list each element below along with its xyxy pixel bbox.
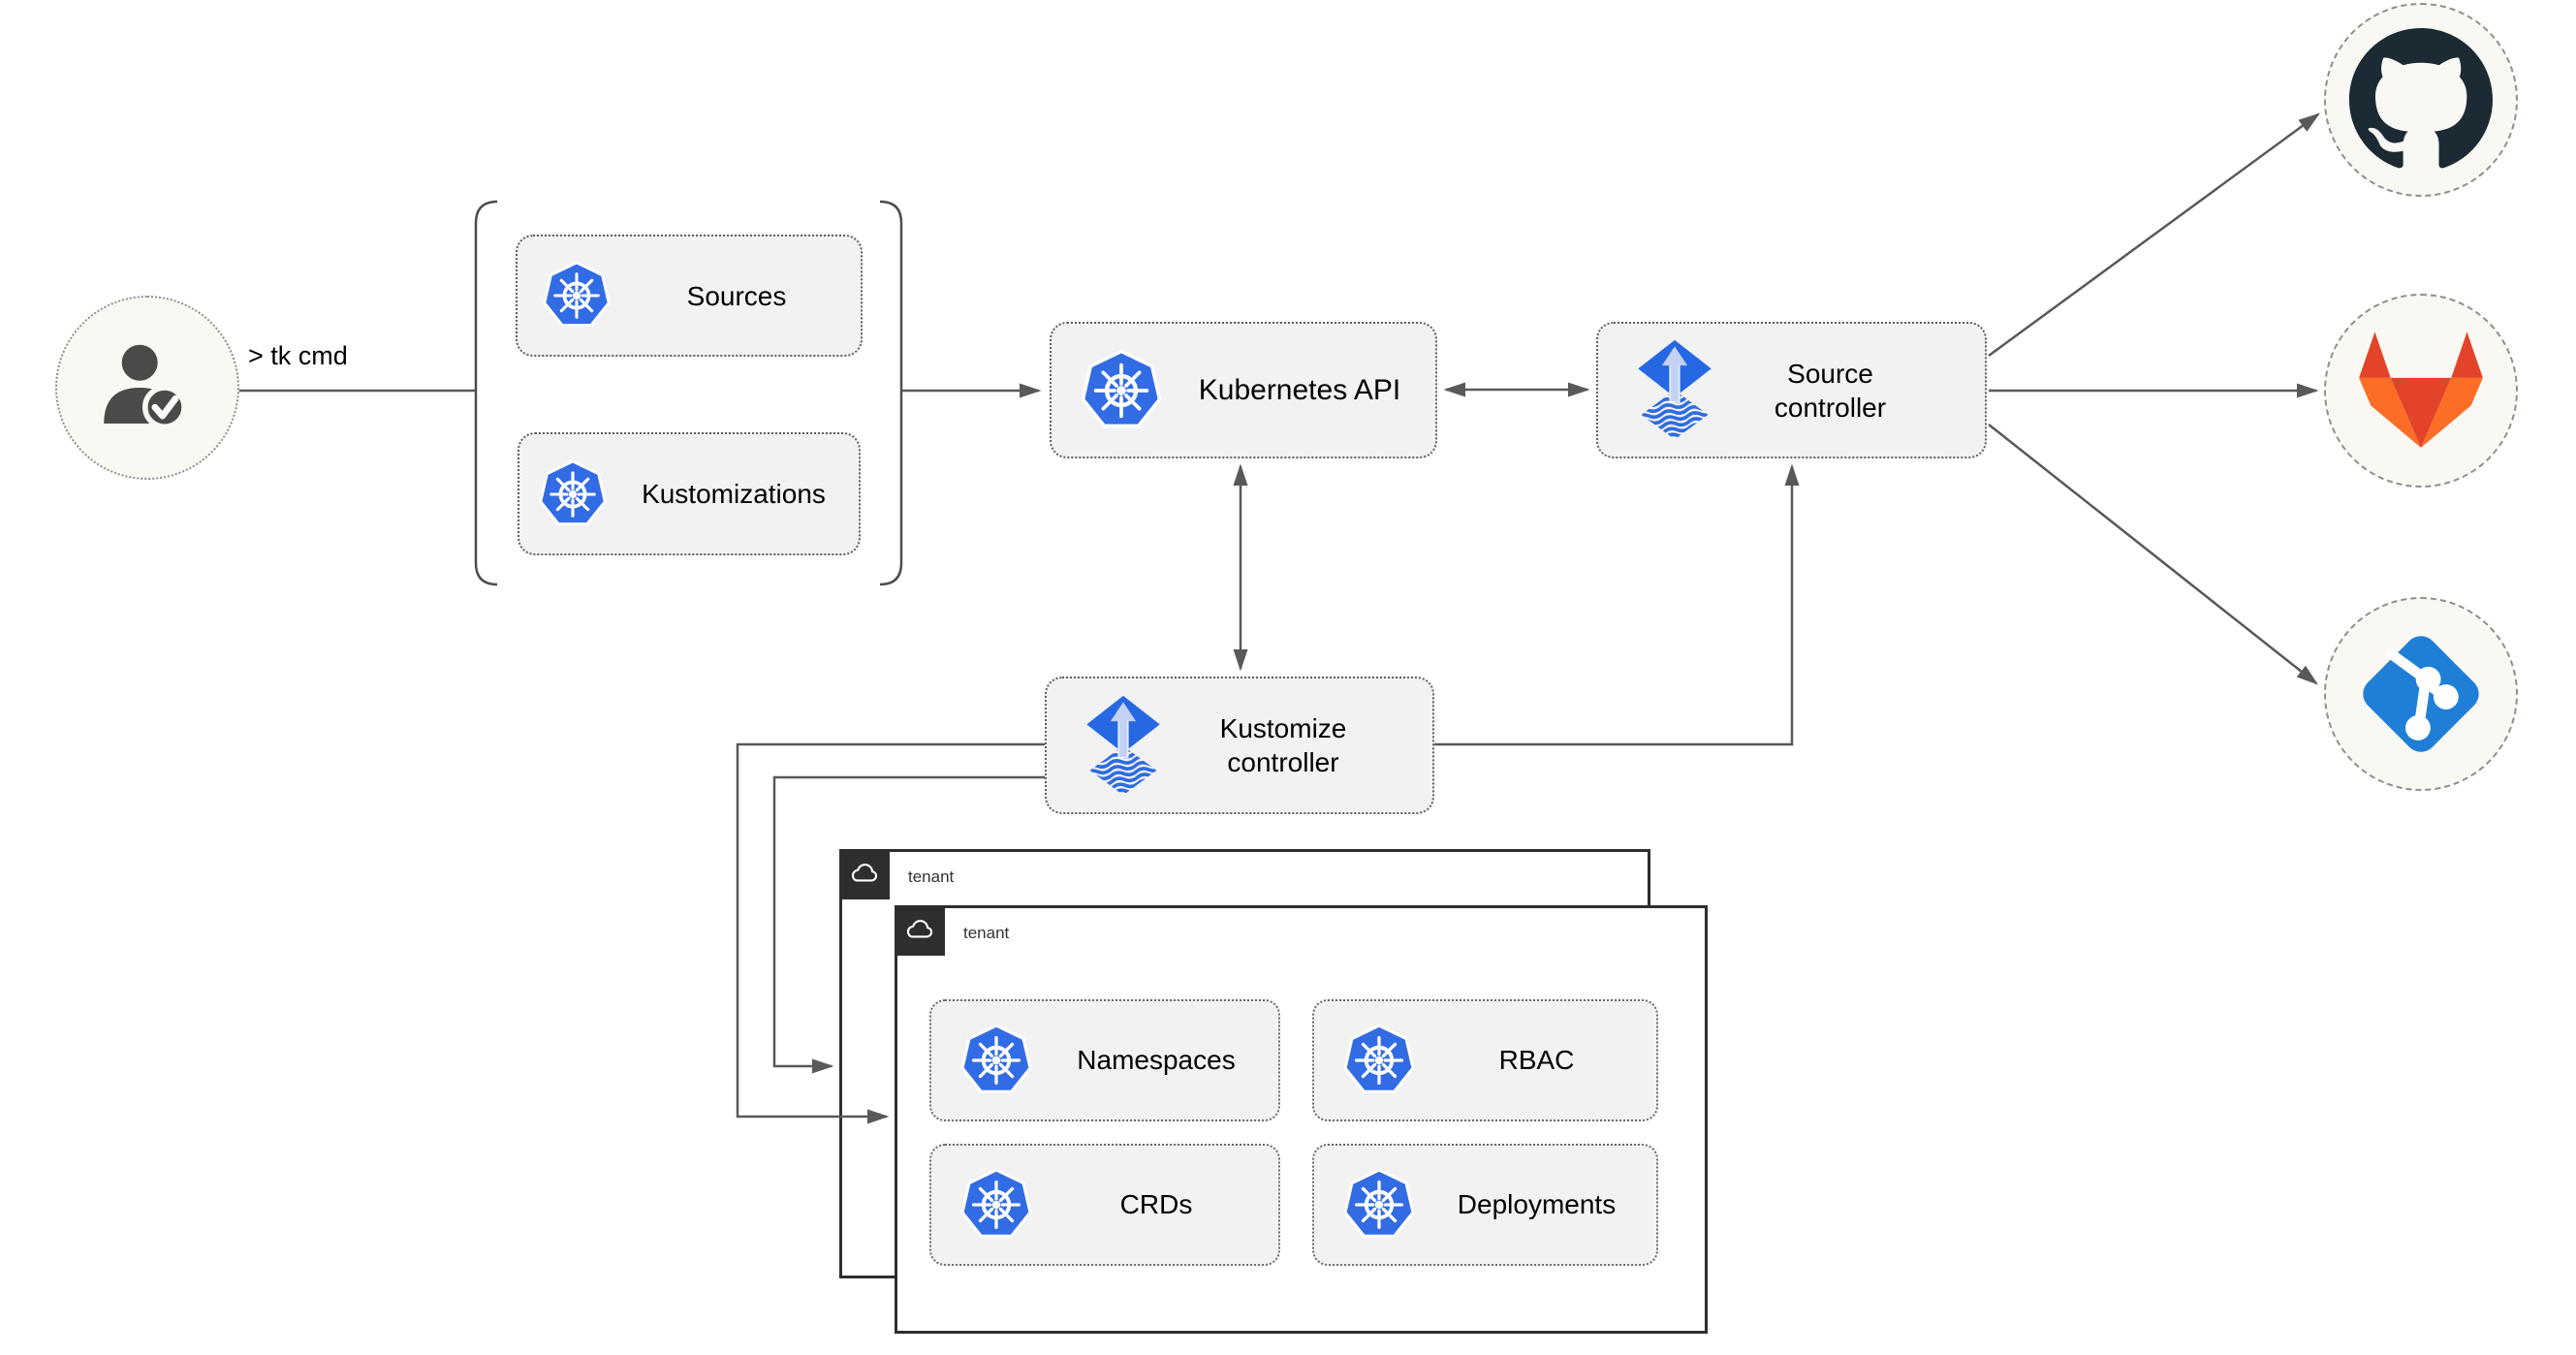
- git-icon: [2347, 620, 2495, 768]
- tenant-resource-label: CRDs: [1119, 1189, 1193, 1219]
- arrow-source-to-git: [1988, 424, 2318, 685]
- bracket-left: [474, 200, 498, 586]
- kustomize-controller-label: Kustomize controller: [1219, 713, 1347, 777]
- arrow-kustomize-to-front-tenant: [736, 742, 1045, 1124]
- tenant-resource-box-namespaces: Namespaces: [929, 999, 1280, 1121]
- flux-icon: [1084, 694, 1163, 798]
- tenant-resource-box-rbac: RBAC: [1312, 999, 1658, 1121]
- user-command-label: > tk cmd: [248, 341, 348, 370]
- arrow-source-to-github: [1988, 112, 2321, 358]
- tenant-label: tenant: [908, 867, 955, 886]
- flux-icon: [1635, 338, 1714, 442]
- kustomize-controller-box: Kustomize controller: [1045, 677, 1434, 814]
- tenant-box-front: tenant Namespaces RBAC CRDs Deployments: [895, 905, 1708, 1334]
- github-icon: [2349, 28, 2493, 172]
- user-actor: [55, 296, 239, 480]
- kubernetes-icon: [1079, 348, 1164, 433]
- source-controller-label: Source controller: [1774, 358, 1887, 423]
- kubernetes-icon: [537, 458, 609, 530]
- kustomizations-box: Kustomizations: [518, 432, 861, 555]
- tenant-resource-box-crds: CRDs: [929, 1144, 1280, 1266]
- person-check-icon: [93, 333, 202, 442]
- arrow-kustomize-to-source: [1434, 463, 1800, 746]
- kubernetes-icon: [541, 260, 613, 331]
- sources-label: Sources: [686, 280, 787, 311]
- tenant-header-square: [895, 905, 945, 956]
- tenant-resource-label: Namespaces: [1077, 1045, 1236, 1075]
- kubernetes-api-label: Kubernetes API: [1198, 373, 1401, 406]
- tenant-header-square: [839, 849, 890, 899]
- gitlab-provider: [2324, 294, 2518, 488]
- source-controller-box: Source controller: [1596, 322, 1987, 458]
- arrow-kustomize-to-back-tenant: [772, 775, 1045, 1074]
- tenant-resource-label: Deployments: [1457, 1189, 1617, 1219]
- tenant-resource-label: RBAC: [1498, 1045, 1575, 1075]
- tenant-label: tenant: [963, 924, 1010, 942]
- bracket-right: [879, 200, 903, 586]
- git-provider: [2324, 597, 2518, 791]
- kubernetes-api-box: Kubernetes API: [1050, 322, 1437, 458]
- kustomizations-label: Kustomizations: [642, 479, 826, 509]
- tenant-resource-box-deployments: Deployments: [1312, 1144, 1658, 1266]
- gitlab-icon: [2355, 331, 2487, 452]
- sources-box: Sources: [516, 235, 863, 357]
- github-provider: [2324, 3, 2518, 197]
